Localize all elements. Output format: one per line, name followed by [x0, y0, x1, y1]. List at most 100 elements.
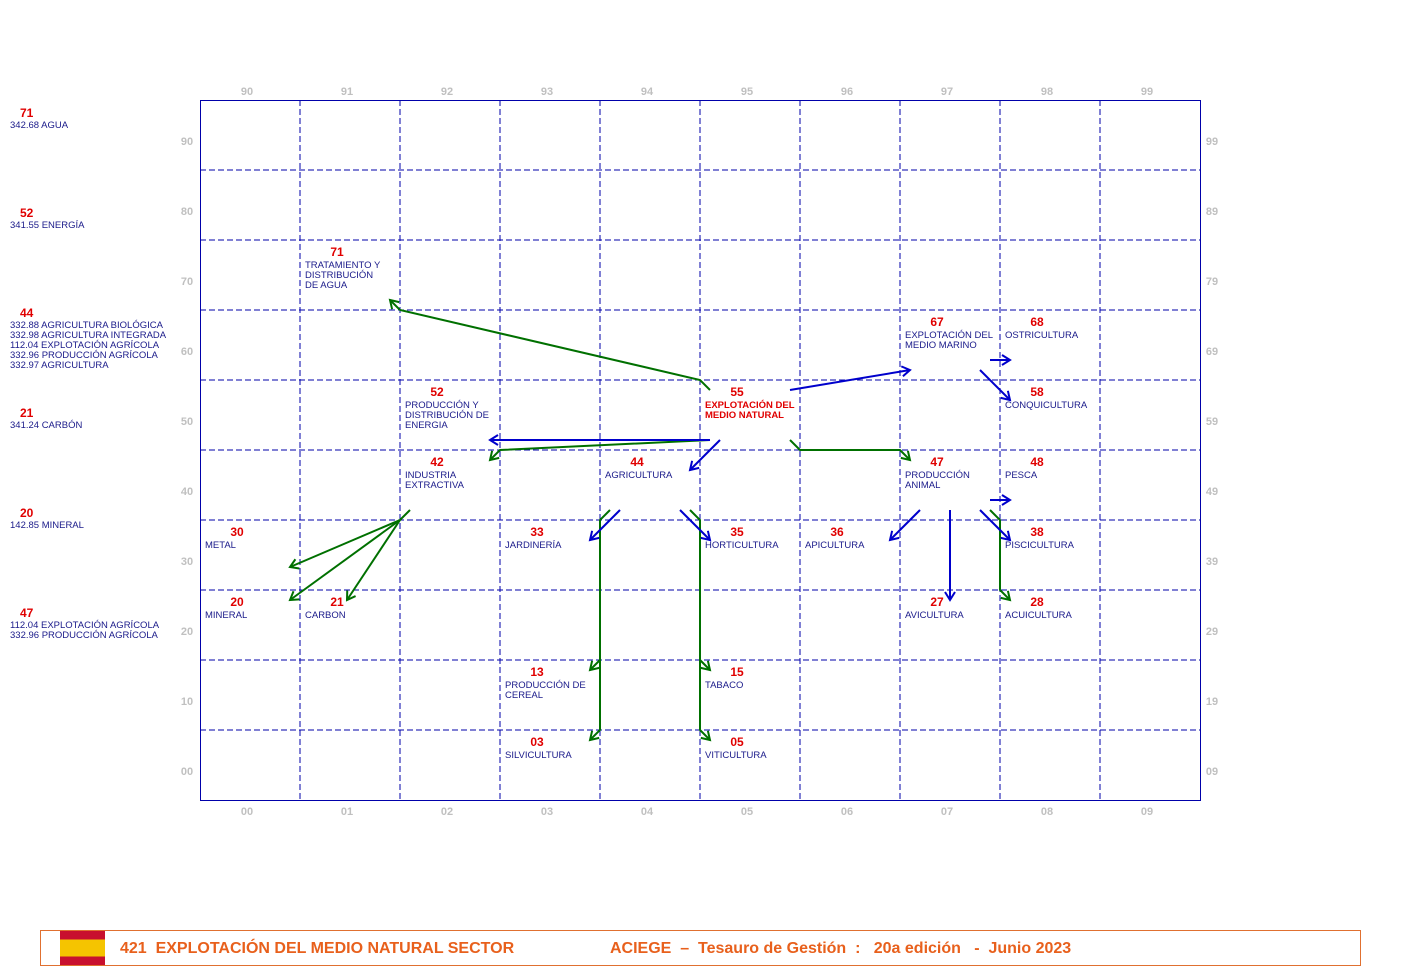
- legend-number: 71: [20, 106, 34, 120]
- axis-tick-bottom: 06: [840, 806, 854, 818]
- node-label: PRODUCCIÓN Y DISTRIBUCIÓN DE ENERGIA: [405, 400, 489, 431]
- node-label: METAL: [205, 540, 236, 551]
- grid-border: [200, 100, 1201, 801]
- legend-text: 332.88 AGRICULTURA BIOLÓGICA 332.98 AGRI…: [10, 320, 167, 371]
- axis-tick-left: 50: [180, 416, 194, 428]
- node-number: 30: [230, 525, 244, 539]
- footer-title: 421 EXPLOTACIÓN DEL MEDIO NATURAL SECTOR: [120, 940, 515, 957]
- axis-tick-top: 97: [940, 86, 954, 98]
- node-number: 13: [530, 665, 544, 679]
- axis-tick-right: 29: [1205, 626, 1219, 638]
- node-label: EXPLOTACIÓN DEL MEDIO NATURAL: [705, 400, 795, 421]
- legend-text: 342.68 AGUA: [10, 120, 69, 131]
- node-number: 03: [530, 735, 544, 749]
- axis-tick-bottom: 05: [740, 806, 754, 818]
- node-number: 20: [230, 595, 244, 609]
- legend-number: 52: [20, 206, 34, 220]
- node-number: 15: [730, 665, 744, 679]
- node-number: 68: [1030, 315, 1044, 329]
- node-label: PESCA: [1005, 470, 1038, 481]
- spain-flag-icon: [60, 931, 105, 965]
- node-label: MINERAL: [205, 610, 248, 621]
- node-label: AVICULTURA: [905, 610, 964, 621]
- node-number: 33: [530, 525, 544, 539]
- axis-tick-top: 95: [740, 86, 754, 98]
- node-label: HORTICULTURA: [705, 540, 779, 551]
- node-number: 38: [1030, 525, 1044, 539]
- axis-tick-bottom: 09: [1140, 806, 1154, 818]
- node-label: JARDINERÍA: [505, 540, 562, 551]
- axis-tick-left: 40: [180, 486, 194, 498]
- node-label: OSTRICULTURA: [1005, 330, 1079, 341]
- axis-tick-left: 60: [180, 346, 194, 358]
- axis-tick-top: 99: [1140, 86, 1154, 98]
- axis-tick-top: 92: [440, 86, 454, 98]
- axis-tick-right: 99: [1205, 136, 1219, 148]
- legend-number: 44: [20, 306, 34, 320]
- node-label: INDUSTRIA EXTRACTIVA: [405, 470, 464, 491]
- node-number: 27: [930, 595, 944, 609]
- node-label: VITICULTURA: [705, 750, 767, 761]
- node-label: CONQUICULTURA: [1005, 400, 1088, 411]
- node-label: EXPLOTACIÓN DEL MEDIO MARINO: [905, 330, 993, 351]
- node-number: 42: [430, 455, 444, 469]
- node-number: 28: [1030, 595, 1044, 609]
- axis-tick-left: 80: [180, 206, 194, 218]
- axis-tick-bottom: 00: [240, 806, 254, 818]
- axis-tick-bottom: 02: [440, 806, 454, 818]
- legend-text: 341.24 CARBÓN: [10, 420, 83, 431]
- legend-text: 341.55 ENERGÍA: [10, 220, 85, 231]
- node-label: TRATAMIENTO Y DISTRIBUCIÓN DE AGUA: [305, 260, 381, 291]
- axis-tick-bottom: 04: [640, 806, 654, 818]
- axis-tick-right: 39: [1205, 556, 1219, 568]
- legend-number: 20: [20, 506, 34, 520]
- node-label: TABACO: [705, 680, 744, 691]
- node-number: 67: [930, 315, 944, 329]
- axis-tick-bottom: 03: [540, 806, 554, 818]
- axis-tick-top: 98: [1040, 86, 1054, 98]
- node-number: 71: [330, 245, 344, 259]
- axis-tick-right: 49: [1205, 486, 1219, 498]
- axis-tick-right: 19: [1205, 696, 1219, 708]
- node-label: SILVICULTURA: [505, 750, 572, 761]
- node-number: 55: [730, 385, 744, 399]
- axis-tick-bottom: 01: [340, 806, 354, 818]
- legend-number: 21: [20, 406, 34, 420]
- axis-tick-bottom: 07: [940, 806, 954, 818]
- axis-tick-left: 00: [180, 766, 194, 778]
- footer-bar: 421 EXPLOTACIÓN DEL MEDIO NATURAL SECTOR…: [40, 930, 1361, 966]
- axis-tick-top: 90: [240, 86, 254, 98]
- node-label: PRODUCCIÓN ANIMAL: [905, 470, 970, 491]
- axis-tick-left: 10: [180, 696, 194, 708]
- footer-source: ACIEGE – Tesauro de Gestión : 20a edició…: [610, 940, 1072, 957]
- axis-tick-left: 90: [180, 136, 194, 148]
- axis-tick-left: 30: [180, 556, 194, 568]
- node-label: CARBON: [305, 610, 346, 621]
- legend-number: 47: [20, 606, 34, 620]
- node-label: AGRICULTURA: [605, 470, 673, 481]
- node-number: 47: [930, 455, 944, 469]
- legend-text: 142.85 MINERAL: [10, 520, 84, 531]
- axis-tick-right: 09: [1205, 766, 1219, 778]
- axis-tick-left: 70: [180, 276, 194, 288]
- node-number: 48: [1030, 455, 1044, 469]
- node-label: PISCICULTURA: [1005, 540, 1074, 551]
- axis-tick-top: 91: [340, 86, 354, 98]
- axis-tick-top: 93: [540, 86, 554, 98]
- node-number: 44: [630, 455, 644, 469]
- axis-tick-top: 96: [840, 86, 854, 98]
- axis-tick-right: 89: [1205, 206, 1219, 218]
- node-number: 05: [730, 735, 744, 749]
- axis-tick-right: 59: [1205, 416, 1219, 428]
- blue-arrows: [488, 354, 1012, 602]
- node-number: 35: [730, 525, 744, 539]
- axis-tick-right: 79: [1205, 276, 1219, 288]
- axis-tick-bottom: 08: [1040, 806, 1054, 818]
- green-arrows: [288, 298, 1012, 742]
- legend-text: 112.04 EXPLOTACIÓN AGRÍCOLA 332.96 PRODU…: [10, 620, 160, 641]
- axis-tick-top: 94: [640, 86, 654, 98]
- node-number: 58: [1030, 385, 1044, 399]
- node-label: ACUICULTURA: [1005, 610, 1072, 621]
- node-number: 36: [830, 525, 844, 539]
